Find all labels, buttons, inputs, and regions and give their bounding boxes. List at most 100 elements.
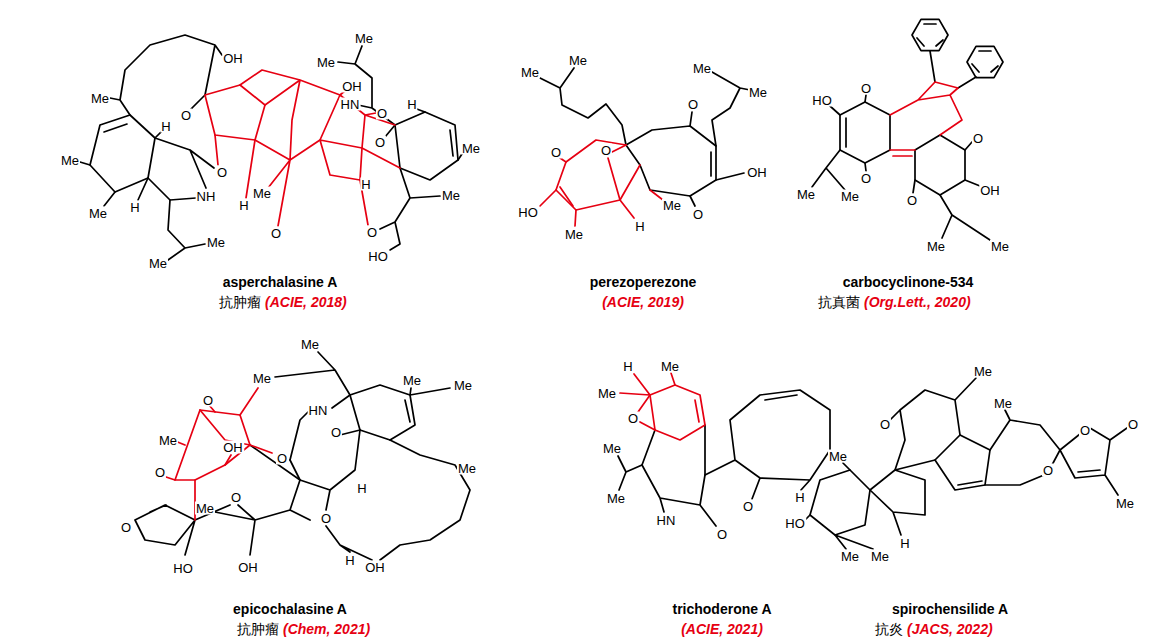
atom-label: O <box>1042 464 1054 477</box>
activity-note: 抗肿瘤 <box>219 295 264 310</box>
atom-label: NH <box>196 190 217 203</box>
red-bonds <box>163 70 962 520</box>
atom-label: HN <box>656 514 677 527</box>
atom-label: Me <box>602 442 622 455</box>
atom-label: Me <box>597 387 617 400</box>
compound-name: spirochensilide A <box>892 602 1008 617</box>
atom-label: O <box>692 208 704 221</box>
atom-label: Me <box>354 32 374 45</box>
atom-label: H <box>356 482 367 495</box>
atom-label: O <box>120 521 132 534</box>
journal-ref: (JACS, 2022) <box>906 622 993 637</box>
activity-note: 抗真菌 <box>818 295 863 310</box>
atom-label: O <box>366 226 378 239</box>
atom-label: Me <box>926 240 946 253</box>
atom-label: Me <box>206 236 226 249</box>
atom-label: O <box>906 194 918 207</box>
compound-name: trichoderone A <box>672 602 771 617</box>
compound-name: epicochalasine A <box>233 602 347 617</box>
atom-label: O <box>376 107 388 120</box>
atom-label: O <box>879 418 891 431</box>
atom-label: O <box>860 172 872 185</box>
atom-label: OH <box>222 52 244 65</box>
atom-label: H <box>406 98 417 111</box>
atom-label: H <box>344 554 355 567</box>
atom-label: O <box>270 227 282 240</box>
atom-label: O <box>600 144 612 157</box>
atom-label: Me <box>973 365 993 378</box>
atom-label: Me <box>402 374 422 387</box>
atom-label: Me <box>158 434 178 447</box>
atom-label: O <box>374 136 386 149</box>
atom-label: O <box>276 452 288 465</box>
journal-ref: (Chem, 2021) <box>282 622 370 637</box>
atom-label: H <box>622 360 633 373</box>
atom-label: Me <box>90 92 110 105</box>
atom-label: HO <box>172 562 194 575</box>
atom-label: OH <box>222 441 244 454</box>
atom-label: Me <box>840 550 860 563</box>
atom-label: Me <box>870 550 890 563</box>
compound-name: perezoperezone <box>590 275 697 290</box>
atom-label: H <box>634 220 645 233</box>
atom-label: HO <box>517 206 539 219</box>
atom-label: Me <box>840 190 860 203</box>
atom-label: Me <box>748 86 768 99</box>
atom-label: Me <box>195 502 215 515</box>
atom-label: Me <box>1115 497 1135 510</box>
activity-note: 抗炎 <box>875 622 906 637</box>
journal-ref: (Org.Lett., 2020) <box>863 295 971 310</box>
atom-label: HO <box>784 517 806 530</box>
atom-label: O <box>230 491 242 504</box>
atom-label: O <box>1127 418 1139 431</box>
atom-label: O <box>202 394 214 407</box>
atom-label: Me <box>453 379 473 392</box>
atom-label: OH <box>237 561 259 574</box>
atom-label: H <box>794 491 805 504</box>
atom-label: HO <box>367 250 389 263</box>
atom-label: H <box>238 199 249 212</box>
atom-label: O <box>972 132 984 145</box>
compound-name: carbocyclinone-534 <box>843 275 974 290</box>
atom-label: Me <box>660 360 680 373</box>
atom-label: OH <box>341 80 363 93</box>
atom-label: Me <box>568 54 588 67</box>
atom-label: Me <box>990 240 1010 253</box>
atom-label: Me <box>252 372 272 385</box>
atom-label: O <box>716 528 728 541</box>
atom-label: Me <box>441 189 461 202</box>
atom-label: HN <box>340 98 361 111</box>
atom-label: HO <box>811 94 833 107</box>
journal-ref: (ACIE, 2021) <box>681 622 763 637</box>
atom-label: Me <box>662 199 682 212</box>
atom-label: O <box>550 146 562 159</box>
journal-ref: (ACIE, 2018) <box>264 295 347 310</box>
atom-label: Me <box>564 228 584 241</box>
compound-name: asperchalasine A <box>223 275 338 290</box>
atom-label: Me <box>316 56 336 69</box>
atom-label: Me <box>457 462 477 475</box>
atom-label: O <box>320 512 332 525</box>
atom-label: H <box>360 178 371 191</box>
atom-label: OH <box>364 561 386 574</box>
activity-note: 抗肿瘤 <box>237 622 282 637</box>
atom-label: O <box>216 166 228 179</box>
atom-label: Me <box>300 338 320 351</box>
atom-label: O <box>742 500 754 513</box>
atom-label: O <box>180 109 192 122</box>
atom-label: Me <box>252 187 272 200</box>
atom-label: Me <box>60 154 80 167</box>
atom-label: O <box>627 412 639 425</box>
atom-label: Me <box>828 450 848 463</box>
atom-label: O <box>154 466 166 479</box>
atom-label: Me <box>520 66 540 79</box>
atom-label: Me <box>461 142 481 155</box>
black-bonds <box>80 19 1127 560</box>
journal-ref: (ACIE, 2019) <box>602 295 684 310</box>
atom-label: Me <box>148 257 168 270</box>
atom-label: HN <box>308 404 329 417</box>
atom-label: O <box>330 426 342 439</box>
atom-label: OH <box>746 166 768 179</box>
